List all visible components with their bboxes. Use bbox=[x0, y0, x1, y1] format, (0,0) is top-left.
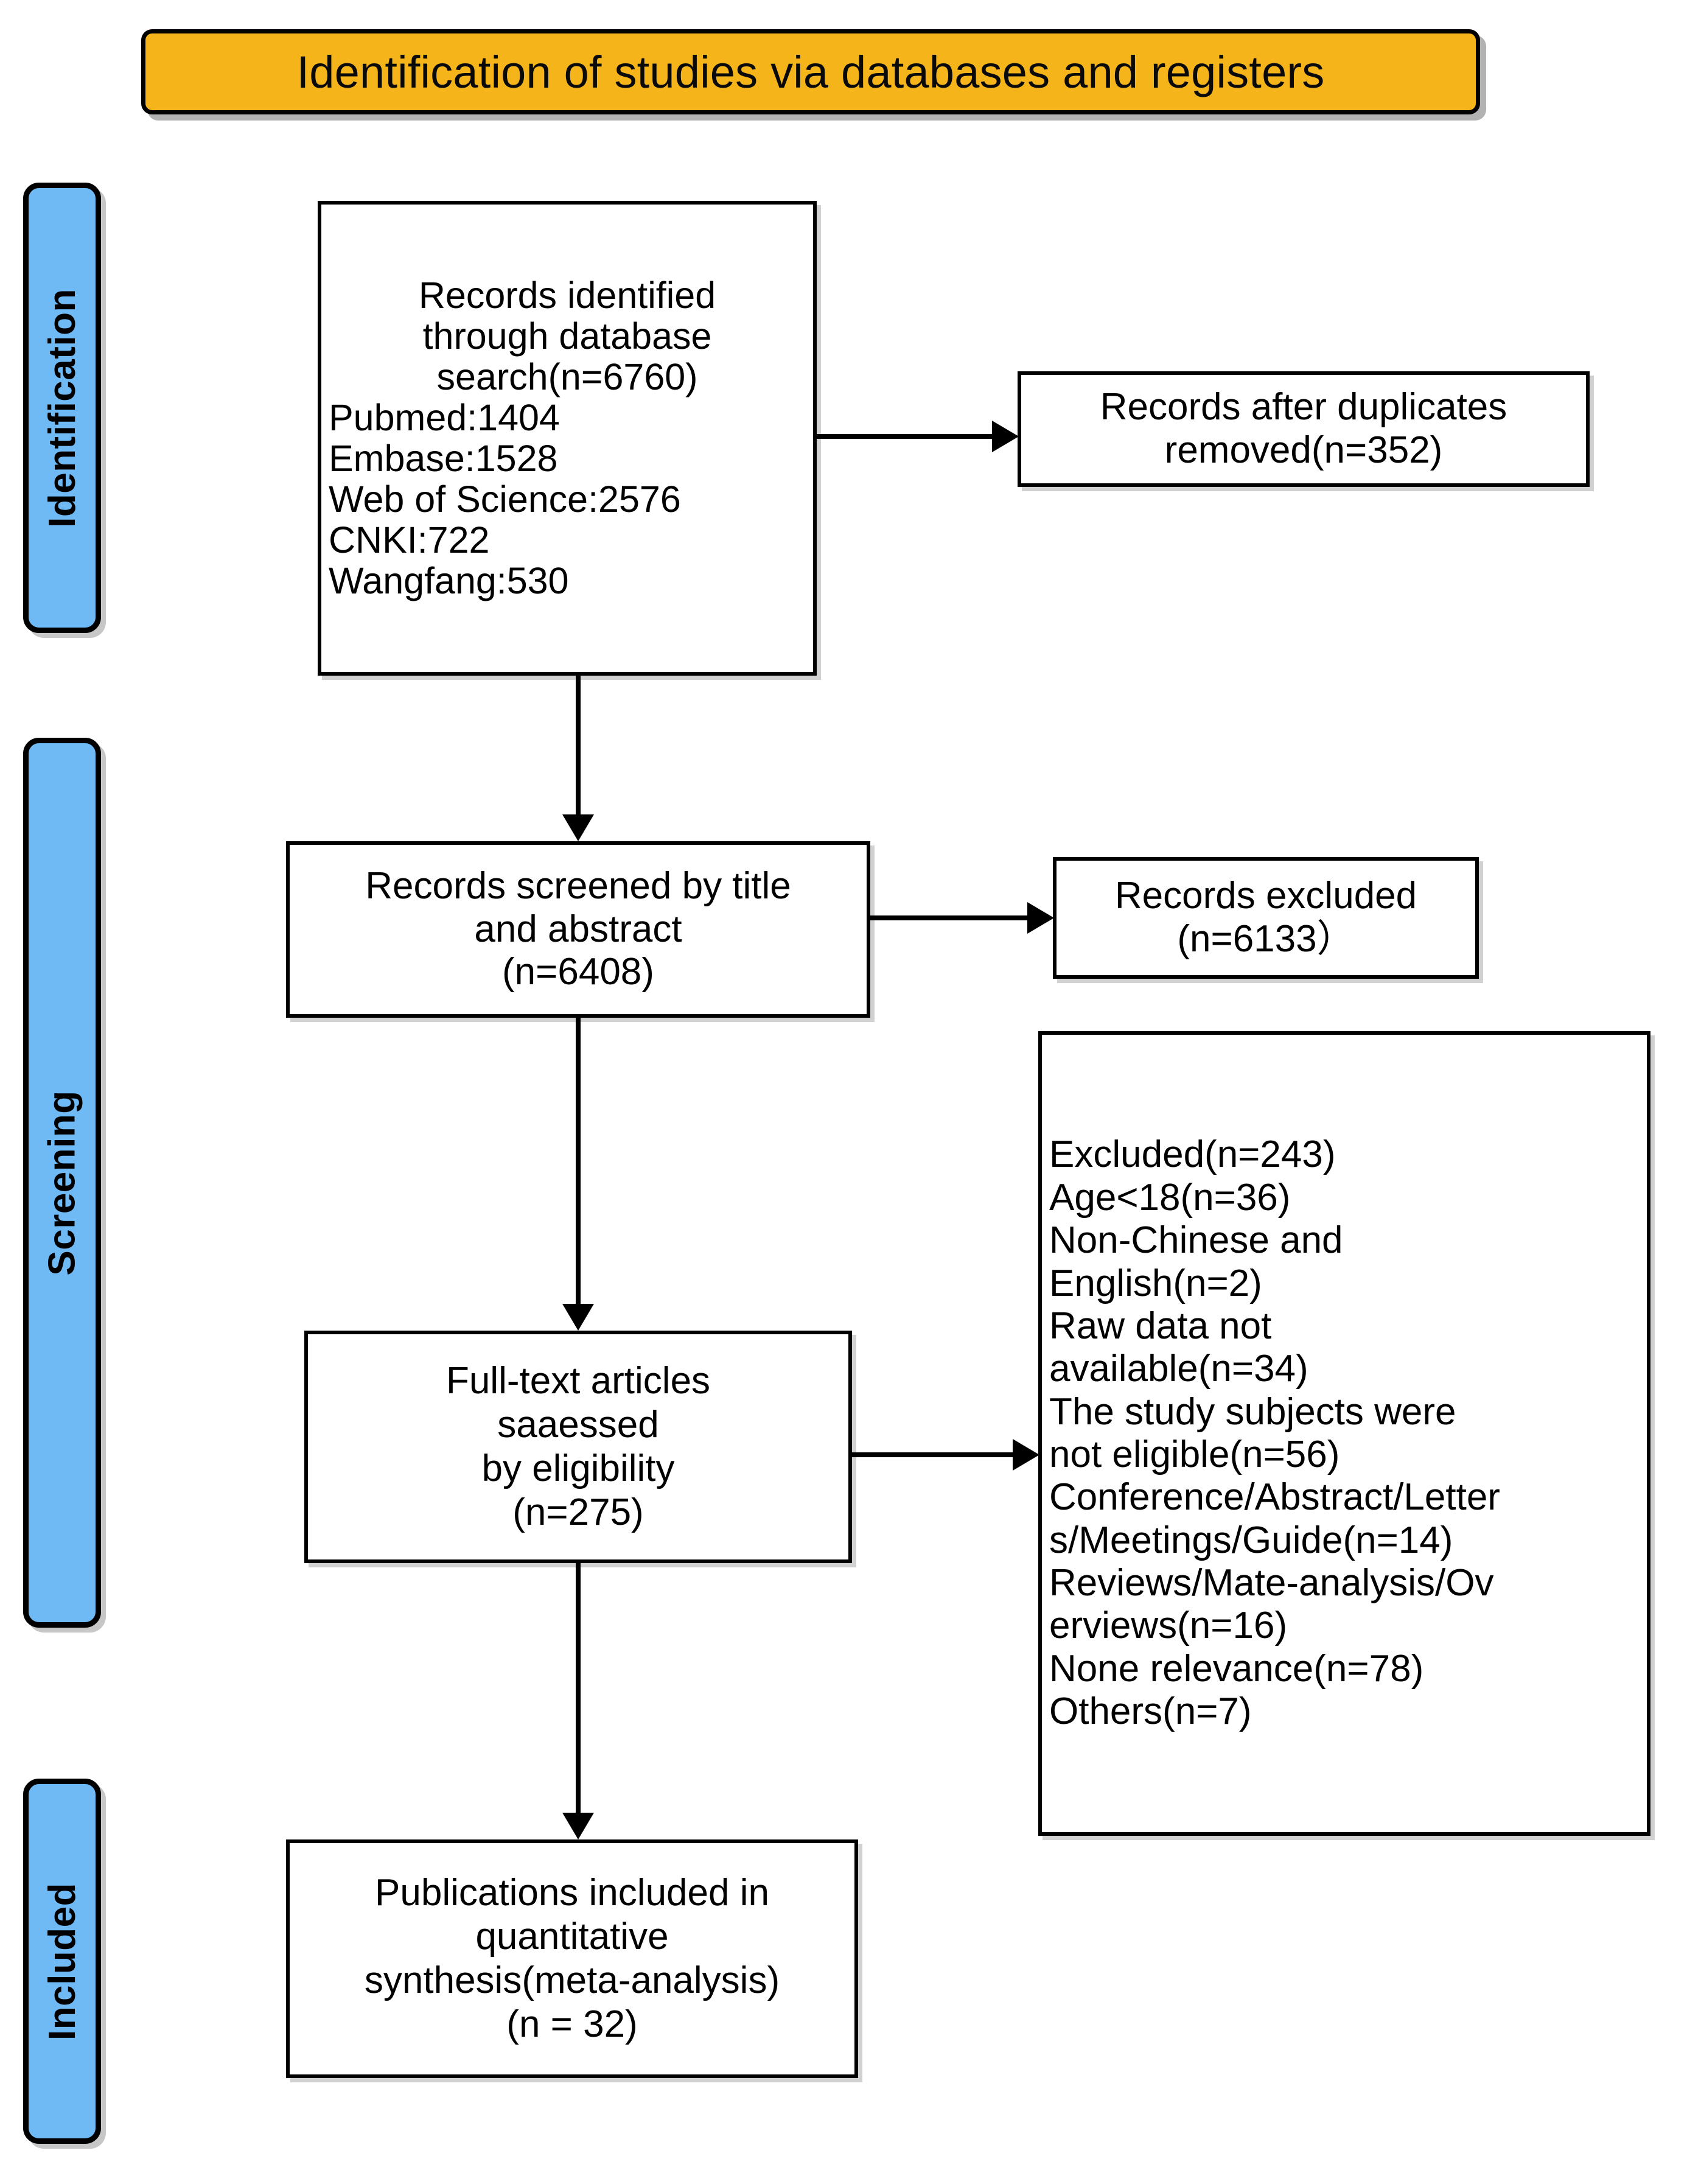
box-line: Records identified bbox=[418, 274, 716, 316]
box-line: (n=275) bbox=[512, 1491, 644, 1533]
connector-screened-to-fulltext bbox=[576, 1018, 581, 1305]
phase-bar-identification: Identification bbox=[23, 183, 101, 633]
arrowhead-down-publications bbox=[562, 1813, 594, 1839]
box-line: Records screened by title bbox=[365, 864, 791, 907]
box-line: Reviews/Mate-analysis/Ov bbox=[1049, 1562, 1494, 1605]
connector-fulltext-to-publications bbox=[576, 1563, 581, 1814]
box-publications-included: Publications included in quantitative sy… bbox=[286, 1839, 858, 2078]
box-line: erviews(n=16) bbox=[1049, 1605, 1288, 1647]
box-line: search(n=6760) bbox=[436, 355, 698, 397]
connector-identified-to-duplicates bbox=[817, 434, 993, 439]
phase-bar-screening: Screening bbox=[23, 738, 101, 1628]
arrowhead-down-fulltext bbox=[562, 1304, 594, 1331]
phase-bar-included: Included bbox=[23, 1779, 101, 2144]
box-line: by eligibility bbox=[481, 1447, 675, 1489]
box-line: Wangfang:530 bbox=[329, 560, 569, 602]
box-exclusion-reasons: Excluded(n=243) Age<18(n=36) Non-Chinese… bbox=[1038, 1031, 1650, 1836]
box-fulltext-articles: Full-text articles saaessed by eligibili… bbox=[304, 1331, 852, 1563]
box-line: Excluded(n=243) bbox=[1049, 1133, 1336, 1176]
box-line: Age<18(n=36) bbox=[1049, 1176, 1291, 1219]
arrowhead-right-excluded bbox=[1027, 902, 1054, 934]
box-line: Records after duplicates bbox=[1100, 386, 1507, 429]
connector-screened-to-excluded bbox=[870, 915, 1029, 920]
box-line: (n=6133） bbox=[1177, 918, 1355, 960]
box-line: CNKI:722 bbox=[329, 519, 490, 561]
box-records-screened: Records screened by title and abstract (… bbox=[286, 841, 870, 1018]
box-line: Embase:1528 bbox=[329, 438, 558, 479]
box-records-after-duplicates: Records after duplicates removed(n=352) bbox=[1018, 371, 1590, 487]
box-line: Records excluded bbox=[1114, 875, 1417, 917]
box-records-identified: Records identified through database sear… bbox=[318, 201, 817, 676]
box-line: Publications included in bbox=[375, 1872, 769, 1914]
box-line: None relevance(n=78) bbox=[1049, 1647, 1424, 1690]
box-line: and abstract bbox=[474, 908, 682, 950]
box-line: s/Meetings/Guide(n=14) bbox=[1049, 1519, 1453, 1561]
arrowhead-right-duplicates bbox=[992, 421, 1019, 452]
arrowhead-right-reasons bbox=[1013, 1439, 1039, 1471]
connector-fulltext-to-reasons bbox=[852, 1452, 1014, 1457]
box-line: saaessed bbox=[497, 1404, 659, 1446]
box-line: not eligible(n=56) bbox=[1049, 1433, 1340, 1475]
box-line: Web of Science:2576 bbox=[329, 478, 681, 520]
box-line: available(n=34) bbox=[1049, 1348, 1308, 1390]
phase-label-screening: Screening bbox=[41, 1090, 83, 1276]
box-line: quantitative bbox=[475, 1916, 669, 1958]
box-line: (n=6408) bbox=[502, 951, 654, 993]
box-line: Non-Chinese and bbox=[1049, 1219, 1343, 1262]
box-line: Others(n=7) bbox=[1049, 1690, 1252, 1733]
box-records-excluded: Records excluded (n=6133） bbox=[1053, 857, 1479, 979]
box-line: Pubmed:1404 bbox=[329, 396, 560, 438]
box-line: The study subjects were bbox=[1049, 1390, 1456, 1433]
box-line: (n = 32) bbox=[506, 2003, 638, 2045]
box-line: synthesis(meta-analysis) bbox=[364, 1959, 780, 2001]
header-banner: Identification of studies via databases … bbox=[141, 29, 1480, 114]
box-line: through database bbox=[422, 315, 712, 357]
header-title: Identification of studies via databases … bbox=[296, 46, 1325, 97]
box-line: Conference/Abstract/Letter bbox=[1049, 1476, 1500, 1519]
phase-label-included: Included bbox=[41, 1882, 83, 2040]
box-line: Raw data not bbox=[1049, 1304, 1272, 1347]
box-line: Full-text articles bbox=[445, 1360, 711, 1402]
box-line: English(n=2) bbox=[1049, 1262, 1262, 1304]
connector-identified-to-screened bbox=[576, 676, 581, 816]
box-line: removed(n=352) bbox=[1164, 429, 1443, 471]
phase-label-identification: Identification bbox=[41, 288, 83, 528]
arrowhead-down-screened bbox=[562, 814, 594, 841]
